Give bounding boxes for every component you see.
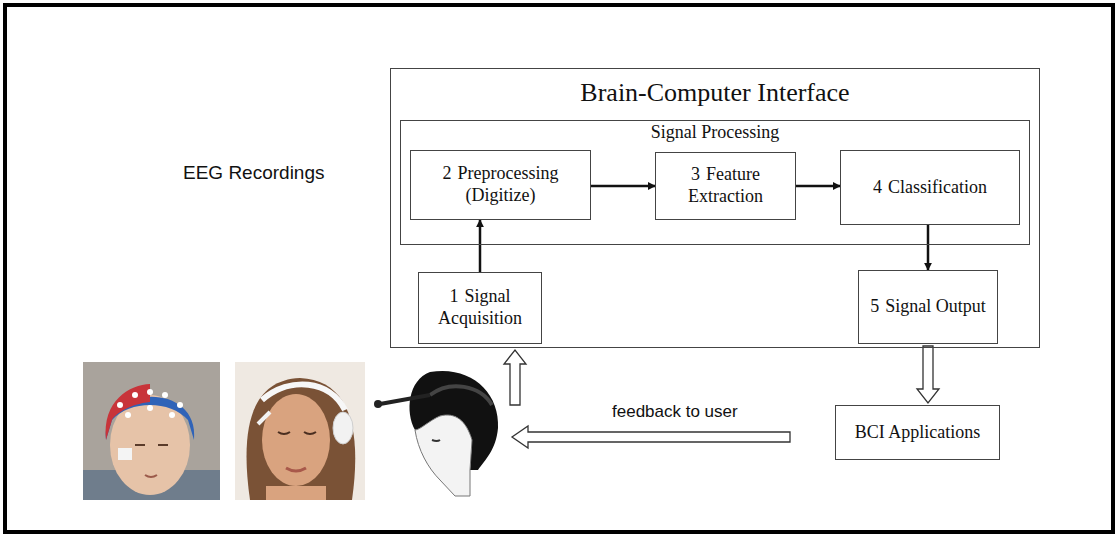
headset-photo-part [286,468,306,471]
flow-arrow [927,225,930,270]
process-box: 2 Preprocessing (Digitize) [410,150,591,220]
eeg-cap-photo-part [125,412,131,418]
headset-photo-part [262,394,330,486]
feedback-hollow-arrow [512,426,790,448]
head-profile-photo-part [375,362,510,500]
step-number: 5 [870,296,879,316]
group-title: Signal Processing [401,121,1029,143]
input-hollow-arrow [504,350,526,405]
head-profile-photo [374,362,510,500]
eeg-cap-photo-part [147,389,153,395]
headset-photo-part [262,384,345,410]
process-box: 5 Signal Output [858,270,998,344]
side-label: EEG Recordings [183,162,325,184]
eeg-cap-photo-part [135,444,168,446]
eeg-cap-photo-part [106,384,150,440]
step-number: 3 [691,164,700,184]
process-box: 1Signal Acquisition [418,272,542,344]
eeg-cap-photo-part [117,402,123,408]
feedback-label: feedback to user [612,402,738,422]
headset-photo-part [235,362,365,500]
step-number: 2 [443,163,452,183]
box-content: 5 Signal Output [865,293,991,321]
box-label: Signal Output [885,296,986,316]
eeg-cap-photo-part [132,392,138,398]
headset-photo-part [278,432,316,434]
head-profile-photo-part [430,386,492,405]
group-title: Brain-Computer Interface [391,69,1039,108]
head-profile-photo-part [415,415,472,496]
step-number: 1 [449,286,458,306]
headset-photo [235,362,365,500]
head-profile-photo-part [380,395,430,404]
process-box: 3Feature Extraction [655,152,796,220]
eeg-cap-photo-part [83,362,220,500]
step-number: 4 [873,177,882,197]
signal-processing-group: Signal Processing 2 Preprocessing (Digitiz… [400,120,1030,245]
eeg-cap-photo-part [162,392,168,398]
box-content: BCI Applications [850,419,986,447]
headset-photo-part [258,412,270,424]
flow-arrow [796,185,840,188]
flow-arrow [479,220,482,272]
box-label: Classification [888,177,987,197]
headset-photo-part [333,412,353,444]
flow-arrow [591,185,655,188]
eeg-cap-photo-part [118,448,132,460]
bci-system-box: Brain-Computer InterfaceSignal Processin… [390,68,1040,348]
eeg-cap-photo [83,362,220,500]
hollow-arrow [917,346,939,403]
eeg-cap-photo-part [169,412,175,418]
eeg-cap-photo-part [145,475,157,477]
box-content: 3Feature Extraction [656,161,795,210]
eeg-cap-photo-part [147,405,153,411]
eeg-cap-photo-part [177,402,183,408]
head-profile-photo-part [374,400,382,408]
headset-photo-part [247,378,356,500]
application-box: BCI Applications [835,405,1000,460]
process-box: 4 Classification [840,150,1020,225]
headset-photo-part [266,486,326,500]
box-content: 4 Classification [868,174,992,202]
box-content: 1Signal Acquisition [419,283,541,332]
box-label: Preprocessing (Digitize) [458,163,559,205]
head-profile-photo-part [432,440,440,441]
box-content: 2 Preprocessing (Digitize) [411,160,590,209]
eeg-cap-photo-part [106,397,195,440]
box-label: BCI Applications [855,422,981,442]
